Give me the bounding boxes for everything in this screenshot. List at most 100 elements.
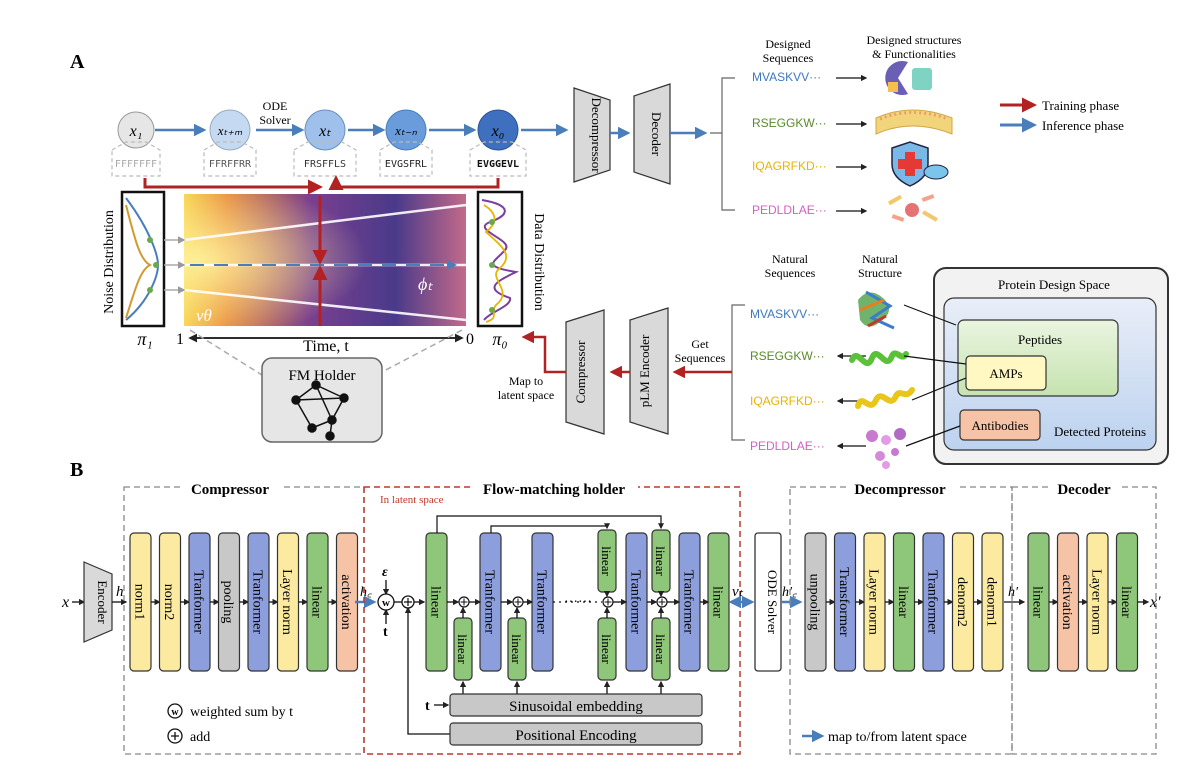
compressor-block-3-label: Tranformer	[191, 570, 206, 634]
positional-encoding-label: Positional Encoding	[515, 728, 637, 744]
decompressor-label: Decompressor	[589, 97, 604, 173]
positional-encoding-block	[449, 722, 703, 746]
decoder-block-3-label: Layer norm	[1089, 569, 1104, 635]
state-node-xtn-label: xₜ₋ₙ	[394, 123, 417, 138]
compressor-block-4-label: pooling	[220, 581, 235, 624]
seq-xt: FRSFFLS	[304, 159, 346, 170]
decompressor-block-3-label: Layer norm	[866, 569, 881, 635]
fm-small-linear-6: linear	[651, 617, 671, 681]
fm-small-linear-2-label: linear	[509, 634, 524, 664]
time-axis: 1 0 Time, t	[176, 331, 474, 355]
compressor-block-8-label: activation	[338, 574, 353, 629]
natural-sequence-list: MVASKVV··· RSEGGKW··· IQAGRFKD··· PEDLDL…	[750, 307, 866, 453]
flow-matching-section	[363, 486, 741, 755]
decompressor-block-5-label: Tranformer	[925, 570, 940, 634]
noise-distribution-box: Noise Distribution π₁	[102, 190, 166, 349]
natural-seq-2: RSEGGKW···	[750, 349, 825, 363]
decoder-section-title: Decoder	[1057, 482, 1111, 498]
peptide-fragments-icon	[887, 194, 938, 222]
x-input-label: x	[61, 594, 69, 611]
network-graph-icon	[291, 380, 349, 441]
v-theta-label: vθ	[196, 306, 212, 325]
fm-tall-block-1-label: Tranformer	[482, 570, 497, 634]
panel-a-label: A	[70, 51, 85, 73]
state-node-xt-label: xₜ	[318, 123, 331, 140]
t-label-1: t	[383, 625, 388, 640]
designed-seq-4: PEDLDLAE···	[752, 203, 827, 217]
compressor-block-7: linear	[306, 532, 329, 672]
natural-structure-title-1: Natural	[862, 252, 899, 266]
natural-sequences-title-1: Natural	[772, 252, 809, 266]
data-distribution-box: Data Distribution π₀	[476, 190, 546, 349]
decoder-block-1: linear	[1027, 532, 1050, 672]
decompressor-section-title: Decompressor	[854, 482, 946, 498]
seq-xtm: FFRFFRR	[209, 159, 252, 170]
designed-sequences-title-2: Sequences	[763, 51, 814, 65]
legend-weighted-sum: weighted sum by t	[190, 705, 293, 720]
amps-label: AMPs	[989, 366, 1022, 381]
t-label-2: t	[425, 699, 430, 714]
compressor-block-3: Tranformer	[188, 532, 211, 672]
fm-tall-block-3-label: Tranformer	[628, 570, 643, 634]
epsilon-label: ε	[382, 565, 388, 580]
protein-structure-icon-2	[849, 350, 909, 367]
map-latent-label-2: latent space	[498, 388, 554, 402]
phase-legend: Training phase Inference phase	[1000, 97, 1124, 133]
plm-encoder-trapezoid: pLM Encoder	[629, 307, 669, 435]
fm-tall-block-4-label: Tranformer	[681, 570, 696, 634]
compressor-section-title: Compressor	[191, 482, 269, 498]
decoder-trapezoid: Decoder	[633, 83, 671, 185]
fm-linear-first-label: linear	[428, 586, 443, 618]
ode-solver-block-label: ODE Solver	[765, 570, 780, 635]
decompressor-trapezoid: Decompressor	[573, 87, 611, 183]
fm-tall-block-4: Tranformer	[678, 532, 701, 672]
fm-small-linear-6-label: linear	[653, 634, 668, 664]
time-axis-label: Time, t	[303, 338, 349, 355]
data-distribution-label: Data Distribution	[531, 213, 546, 311]
seq-x0: EVGGEVL	[477, 159, 519, 170]
state-node-x0: x₀	[477, 109, 519, 151]
state-node-x0-label: x₀	[491, 123, 505, 140]
fm-tall-block-1: Tranformer	[479, 532, 502, 672]
compressor-block-6-label: Layer norm	[279, 569, 294, 635]
natural-structure-title-2: Structure	[858, 266, 902, 280]
fm-holder: FM Holder	[189, 329, 463, 443]
x-output-label: x′	[1149, 594, 1161, 611]
designed-sequence-list: MVASKVV··· RSEGGKW··· IQAGRFKD··· PEDLDL…	[752, 70, 868, 217]
designed-structures-title-2: & Functionalities	[872, 47, 956, 61]
fm-small-linear-4-label: linear	[599, 634, 614, 664]
compressor-block-8: activation	[335, 532, 359, 672]
get-sequences-label-2: Sequences	[675, 351, 726, 365]
compressor-block-1-label: norm1	[132, 584, 147, 621]
encoder-label: Encoder	[95, 580, 110, 624]
decompressor-block-2: Transformer	[833, 532, 857, 672]
fm-small-linear-2: linear	[507, 617, 527, 681]
seq-x1: FFFFFFF	[115, 159, 157, 170]
panel-a: A ODE Solver x₁ xₜ₊ₘ xₜ	[70, 33, 1169, 469]
h-prime-label: h′	[1008, 585, 1019, 600]
peptides-label: Peptides	[1018, 332, 1062, 347]
time-axis-one: 1	[176, 331, 184, 348]
ode-solver-label-1: ODE	[263, 99, 288, 113]
h-label: h	[116, 584, 124, 600]
fm-small-linear-4: linear	[597, 617, 617, 681]
protein-structure-icon-4	[866, 428, 906, 469]
decompressor-block-4: linear	[892, 532, 916, 672]
designed-seq-1: MVASKVV···	[752, 70, 821, 84]
shield-bacteria-icon	[891, 141, 949, 187]
v-t-label: vₜ	[732, 584, 744, 600]
weighted-sum-node-label: w	[382, 597, 390, 609]
fm-tall-block-2-label: Tranformer	[534, 570, 549, 634]
flow-heatmap: vθ ϕₜ	[164, 194, 467, 326]
sinusoidal-embedding-label: Sinusoidal embedding	[509, 699, 643, 715]
decompressor-block-7-label: denorm1	[984, 577, 999, 627]
compressor-block-1: norm1	[129, 532, 152, 672]
decompressor-block-4-label: linear	[895, 586, 910, 618]
detected-proteins-label: Detected Proteins	[1054, 424, 1146, 439]
designed-seq-3: IQAGRFKD···	[752, 159, 827, 173]
decompressor-block-6: denorm2	[951, 532, 975, 672]
fm-tall-block-3: Tranformer	[625, 532, 648, 672]
h-c-label: h꜀	[360, 585, 372, 600]
